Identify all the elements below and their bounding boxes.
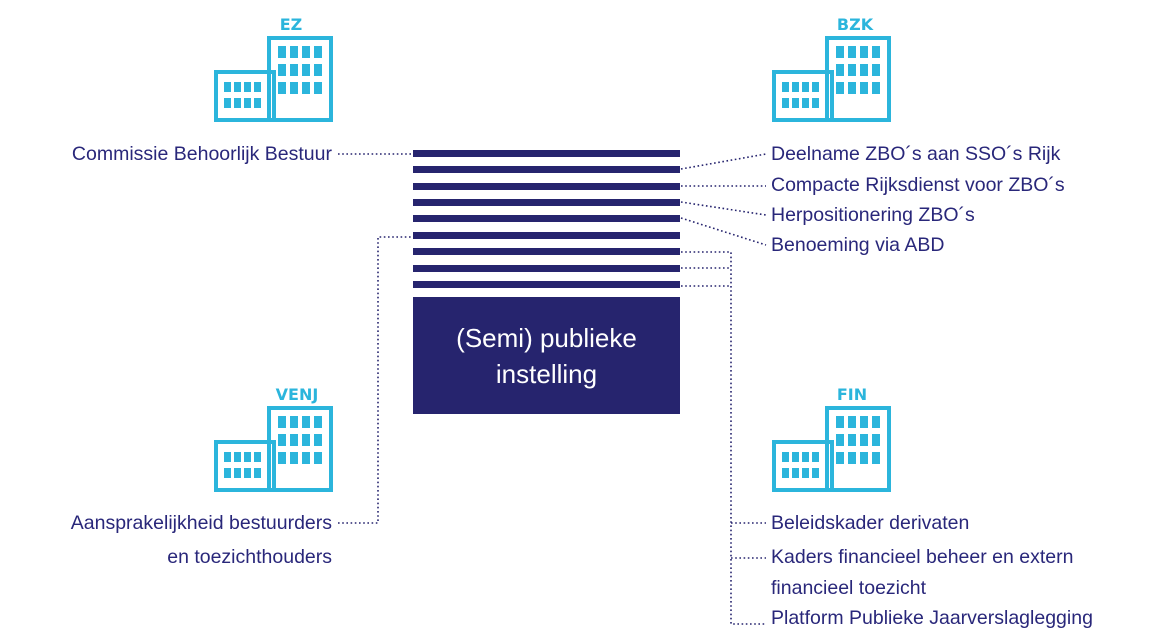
stripe xyxy=(413,183,680,190)
ministry-bzk-building-icon: BZK xyxy=(770,14,892,124)
connector-deelname xyxy=(680,153,767,170)
center-institution-box: (Semi) publieke instelling xyxy=(413,297,680,414)
stripe xyxy=(413,199,680,206)
ministry-ez-building-icon: EZ xyxy=(212,14,334,124)
ministry-fin-building-icon: FIN xyxy=(770,384,892,494)
stripe xyxy=(413,232,680,239)
stripe xyxy=(413,248,680,255)
label-herpositionering: Herpositionering ZBO´s xyxy=(771,204,975,226)
ministry-bzk-label: BZK xyxy=(837,15,874,34)
label-kaders-line2: financieel toezicht xyxy=(771,577,927,599)
stripe xyxy=(413,215,680,222)
label-benoeming-abd: Benoeming via ABD xyxy=(771,234,945,256)
stripe xyxy=(413,281,680,288)
label-deelname-zbo: Deelname ZBO´s aan SSO´s Rijk xyxy=(771,143,1061,165)
ministry-fin-label: FIN xyxy=(837,385,867,404)
label-platform-jaarverslaglegging: Platform Publieke Jaarverslaglegging xyxy=(771,607,1093,629)
center-title-line1: (Semi) publieke xyxy=(456,322,637,353)
label-compacte-rijksdienst: Compacte Rijksdienst voor ZBO´s xyxy=(771,174,1065,196)
connector-fin-stripe7 xyxy=(681,251,766,625)
ministry-venj-label: VENJ xyxy=(276,385,319,404)
stripe xyxy=(413,265,680,272)
connector-herpositionering xyxy=(680,201,767,216)
stripe xyxy=(413,150,680,157)
stripe xyxy=(413,166,680,173)
label-kaders-line1: Kaders financieel beheer en extern xyxy=(771,546,1074,568)
center-title-line2: instelling xyxy=(495,358,598,389)
ministry-venj-building-icon: VENJ xyxy=(212,384,334,494)
label-commissie-behoorlijk-bestuur: Commissie Behoorlijk Bestuur xyxy=(71,143,332,165)
label-beleidskader-derivaten: Beleidskader derivaten xyxy=(771,512,970,534)
label-aansprakelijkheid-line2: en toezichthouders xyxy=(167,546,332,568)
ministry-ez-label: EZ xyxy=(280,15,303,34)
label-aansprakelijkheid-line1: Aansprakelijkheid bestuurders xyxy=(70,512,332,534)
